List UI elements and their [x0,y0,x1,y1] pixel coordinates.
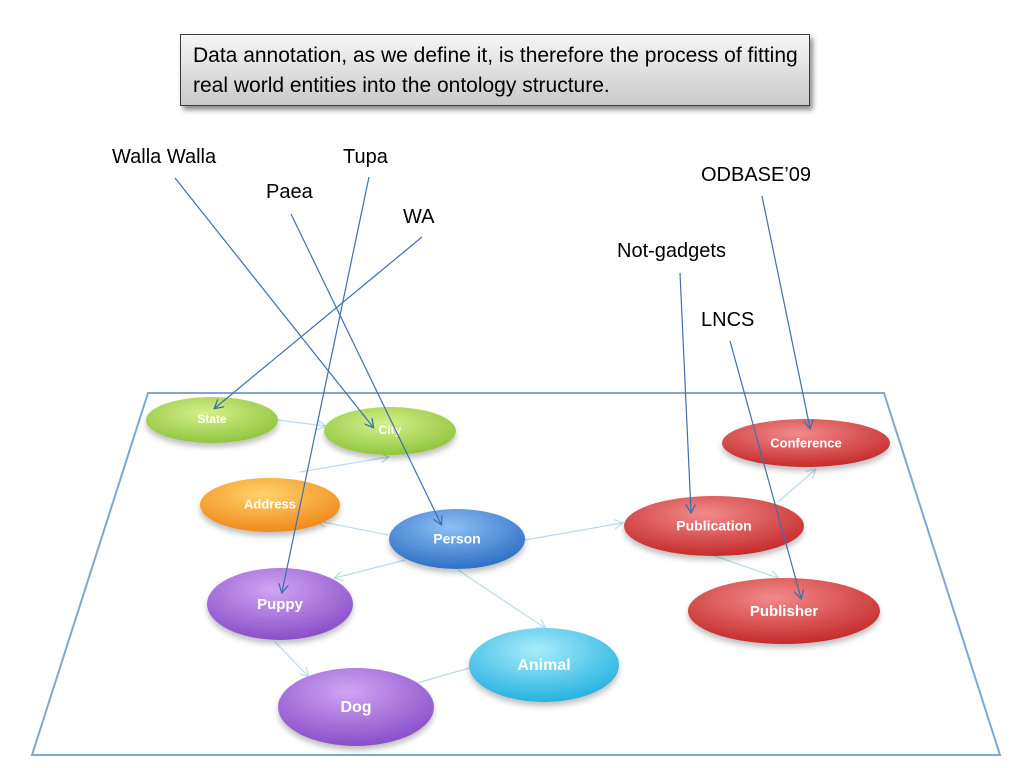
concept-city: City [324,407,456,455]
arrow-odbase-to-conference [761,195,810,428]
arrow-tupa-to-puppy [282,176,370,592]
arrow-walla-walla-to-city [174,177,373,427]
concept-person: Person [389,509,525,569]
concept-publication: Publication [624,496,804,556]
relation-person-animal [457,569,545,628]
instance-wa: WA [403,206,435,228]
instance-odbase: ODBASE’09 [701,164,812,186]
concept-puppy: Puppy [207,568,353,640]
concept-publisher: Publisher [688,578,880,644]
arrow-lncs-to-publisher [729,340,801,598]
relation-dog-animal [409,665,480,686]
relation-publication-publisher [714,555,778,578]
caption-box: Data annotation, as we define it, is the… [180,34,810,106]
instance-walla-walla: Walla Walla [112,146,217,168]
concept-address-label: Address [244,496,296,511]
concept-animal-label: Animal [517,657,570,674]
concept-publisher-label: Publisher [750,603,819,620]
concept-conference-label: Conference [770,435,842,450]
concept-dog-label: Dog [340,699,371,716]
concept-address: Address [200,478,340,532]
concept-city-label: City [379,423,402,437]
relation-address-city [299,457,388,473]
relation-person-address [318,521,389,536]
concept-conference: Conference [722,419,890,467]
arrow-wa-to-state [215,236,423,408]
instance-not-gadgets: Not-gadgets [617,240,726,262]
instance-tupa: Tupa [343,146,388,168]
relation-puppy-dog [274,641,308,676]
concept-publication-label: Publication [676,518,751,534]
instance-lncs: LNCS [701,309,755,331]
relation-person-puppy [335,559,406,578]
instance-paea: Paea [266,181,313,203]
relation-person-publication [524,523,622,541]
relation-publication-conference [777,470,815,503]
arrow-paea-to-person [290,213,441,524]
concept-dog: Dog [278,668,434,746]
concept-state-label: State [197,412,227,426]
arrow-not-gadgets-to-publication [679,272,691,512]
concept-puppy-label: Puppy [257,596,303,613]
concept-state: State [146,397,278,443]
annotation-arrows [174,176,810,598]
concept-person-label: Person [433,531,480,547]
concept-animal: Animal [469,628,619,702]
